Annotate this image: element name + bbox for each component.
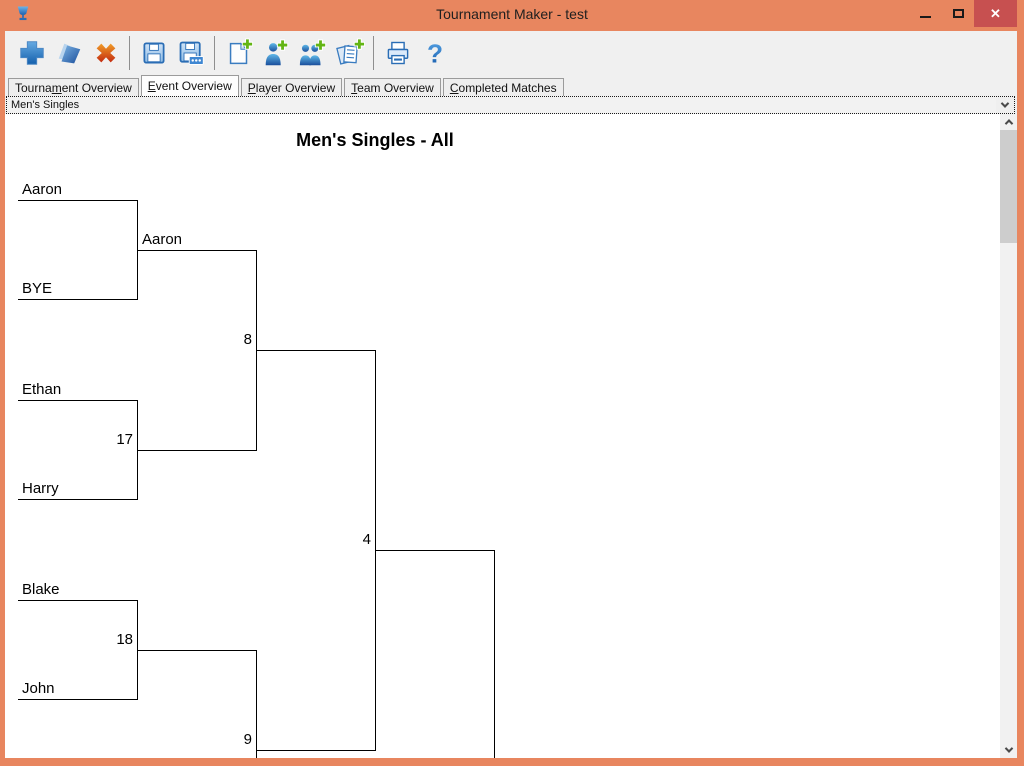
bracket-line bbox=[137, 250, 256, 251]
tab-completed-matches[interactable]: Completed Matches bbox=[442, 78, 564, 96]
bracket-title: Men's Singles - All bbox=[296, 130, 454, 150]
save-as-button[interactable] bbox=[172, 34, 209, 72]
tab-team-overview[interactable]: Team Overview bbox=[344, 78, 441, 96]
scroll-up-button[interactable] bbox=[1000, 114, 1017, 130]
bracket-line bbox=[137, 450, 256, 451]
add-documents-icon bbox=[335, 38, 365, 65]
winner-name: Aaron bbox=[142, 231, 183, 248]
player-name: Blake bbox=[22, 581, 60, 598]
new-document-icon bbox=[229, 38, 253, 65]
chevron-down-icon bbox=[1000, 99, 1010, 108]
open-folder-icon bbox=[58, 43, 80, 64]
svg-text:?: ? bbox=[426, 39, 442, 67]
toolbar-separator bbox=[129, 36, 130, 70]
bracket-line bbox=[137, 650, 256, 651]
player-name: Harry bbox=[22, 480, 59, 497]
tab-label: P bbox=[247, 80, 256, 95]
new-event-button[interactable] bbox=[220, 34, 257, 72]
player-name: John bbox=[22, 680, 55, 697]
minimize-icon bbox=[919, 15, 931, 18]
add-player-button[interactable] bbox=[257, 34, 294, 72]
tab-label: Tourna bbox=[15, 80, 52, 95]
tab-label: ompleted Matches bbox=[458, 80, 557, 95]
player-name: BYE bbox=[22, 280, 53, 297]
tab-player-overview[interactable]: Player Overview bbox=[240, 78, 343, 96]
bracket-line bbox=[256, 350, 375, 351]
save-icon bbox=[143, 42, 164, 64]
delete-x-icon bbox=[96, 43, 115, 63]
bracket-line bbox=[494, 550, 495, 758]
add-matches-button[interactable] bbox=[331, 34, 368, 72]
tab-label: eam Overview bbox=[357, 80, 434, 95]
player-name: Aaron bbox=[22, 181, 63, 198]
bracket-line bbox=[256, 750, 375, 751]
bracket-line bbox=[18, 699, 137, 700]
chevron-down-icon bbox=[1004, 744, 1013, 753]
close-icon: ✕ bbox=[990, 5, 1001, 21]
combobox-dropdown-button[interactable] bbox=[996, 97, 1014, 113]
chevron-up-icon bbox=[1004, 119, 1013, 128]
bracket-line bbox=[256, 650, 257, 758]
toolbar: ? bbox=[5, 31, 1017, 75]
player-name: Ethan bbox=[22, 381, 62, 398]
tab-label: m bbox=[51, 80, 62, 95]
tab-label: ent Overview bbox=[61, 80, 132, 95]
bracket-line bbox=[375, 550, 494, 551]
save-as-icon bbox=[179, 41, 204, 65]
bracket-view: Men's Singles - All Aaron BYE Aaron Etha… bbox=[5, 114, 1000, 758]
toolbar-separator bbox=[373, 36, 374, 70]
bracket-line bbox=[18, 600, 137, 601]
match-number: 18 bbox=[116, 631, 133, 648]
help-button[interactable]: ? bbox=[416, 34, 453, 72]
open-tournament-button[interactable] bbox=[50, 34, 87, 72]
match-number: 4 bbox=[362, 531, 371, 548]
plus-icon bbox=[19, 41, 44, 65]
maximize-button[interactable] bbox=[942, 0, 974, 27]
bracket-line bbox=[18, 400, 137, 401]
event-selector-value: Men's Singles bbox=[11, 99, 80, 111]
tab-label: layer Overview bbox=[255, 80, 336, 95]
bracket-line bbox=[18, 499, 137, 500]
event-selector-combobox[interactable]: Men's Singles bbox=[6, 96, 1015, 114]
tab-bar: Tournament Overview Event Overview Playe… bbox=[5, 75, 1017, 96]
trophy-icon bbox=[17, 6, 29, 21]
toolbar-separator bbox=[214, 36, 215, 70]
scroll-down-button[interactable] bbox=[1000, 742, 1017, 758]
match-number: 17 bbox=[116, 431, 133, 448]
tab-label: E bbox=[147, 79, 156, 93]
tab-event-overview[interactable]: Event Overview bbox=[140, 75, 239, 96]
delete-tournament-button[interactable] bbox=[87, 34, 124, 72]
new-tournament-button[interactable] bbox=[13, 34, 50, 72]
tab-tournament-overview[interactable]: Tournament Overview bbox=[8, 78, 139, 96]
window-title: Tournament Maker - test bbox=[436, 6, 588, 22]
maximize-icon bbox=[952, 9, 964, 18]
titlebar[interactable]: Tournament Maker - test ✕ bbox=[0, 0, 1024, 28]
save-button[interactable] bbox=[135, 34, 172, 72]
match-number: 8 bbox=[243, 331, 252, 348]
minimize-button[interactable] bbox=[908, 0, 942, 27]
match-number: 9 bbox=[243, 731, 252, 748]
add-team-icon bbox=[299, 39, 326, 66]
bracket-line bbox=[18, 299, 137, 300]
print-button[interactable] bbox=[379, 34, 416, 72]
add-team-button[interactable] bbox=[294, 34, 331, 72]
tab-label: C bbox=[449, 80, 459, 95]
question-mark-icon: ? bbox=[426, 39, 442, 67]
scrollbar-thumb[interactable] bbox=[1000, 130, 1017, 243]
tab-label: vent Overview bbox=[155, 79, 232, 93]
tab-label: T bbox=[351, 80, 358, 95]
printer-icon bbox=[387, 41, 408, 65]
close-button[interactable]: ✕ bbox=[974, 0, 1017, 27]
window-body: ? Tournament Overview Event Overview Pla… bbox=[5, 31, 1017, 758]
bracket-line bbox=[18, 200, 137, 201]
vertical-scrollbar[interactable] bbox=[1000, 114, 1017, 758]
add-player-icon bbox=[265, 39, 288, 66]
